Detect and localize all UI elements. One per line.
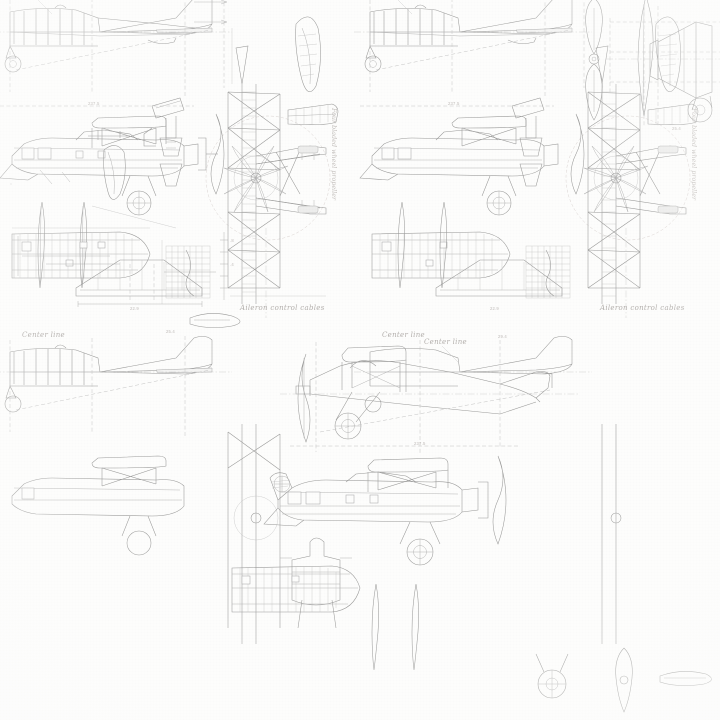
drawing-wheel-assembly: [535, 653, 569, 699]
drawing-wing-elevation-top: Center line 29.4 237.5: [0, 0, 233, 107]
dimension-d5: 22.9: [490, 306, 499, 311]
pattern-tile: Center line 29.4 237.5: [0, 0, 340, 328]
drawing-grid-chart: .8 .4: [161, 232, 234, 304]
drawing-wing-plan-ribs: [11, 227, 151, 279]
drawing-airfoil-sections: [103, 145, 126, 200]
drawing-two-blade-propeller: [585, 0, 603, 121]
drawing-wing-plan-ribs: [371, 231, 511, 279]
label-aileron-control-cables: Aileron control cables: [599, 304, 685, 312]
drawing-biplane-front-view: Aileron control cables Four bladed wheel…: [205, 45, 339, 318]
drawing-biplane-side-view: [359, 113, 585, 216]
drawing-two-blade-propeller: [615, 647, 633, 713]
drawing-biplane-side-view: [0, 113, 225, 229]
dimension-d7: 237.5: [448, 101, 460, 106]
dimension-d2: 237.5: [414, 441, 426, 446]
drawing-fuselage-front-view: [280, 537, 352, 629]
drawing-wing-elevation-top: Center line 29.4 237.5: [354, 0, 592, 107]
drawing-wing-rib-truss: 22.9: [75, 259, 203, 311]
dimension-d4: 22.9: [130, 306, 139, 311]
svg-text:.4: .4: [230, 262, 234, 267]
dimension-d2: 237.5: [88, 101, 100, 106]
label-four-bladed-wheel-propeller: Four bladed wheel propeller: [330, 107, 338, 201]
label-aileron-control-cables: Aileron control cables: [239, 304, 325, 312]
drawing-tail-fin-detail: [295, 16, 321, 92]
dimension-d6: 25.4: [672, 126, 681, 131]
drawing-wing-rib-truss: 22.9: [435, 259, 563, 311]
pattern-tile-bottom-details: [520, 640, 720, 720]
drawing-propeller-blade-pair: [37, 201, 87, 289]
pattern-tile-propeller-group: 25.4: [560, 0, 720, 132]
drawing-strut-fitting: [511, 97, 545, 187]
drawing-monoplane-side-view: Center line 29.4 237.5: [280, 334, 580, 454]
drawing-propeller-blade-pair: [397, 201, 447, 289]
drawing-propeller-blade-pair: [371, 583, 419, 671]
drawing-airfoil-sections: [659, 671, 712, 686]
drawing-wing-plan-ribs: [231, 565, 361, 613]
svg-text:.8: .8: [230, 238, 234, 243]
drawing-biplane-side-view: [263, 455, 507, 566]
drawing-two-blade-propeller: [189, 313, 241, 328]
label-center-line: Center line: [424, 338, 467, 346]
dimension-d1: 29.4: [498, 334, 507, 339]
drawing-engine-cowl: 25.4: [606, 0, 720, 131]
